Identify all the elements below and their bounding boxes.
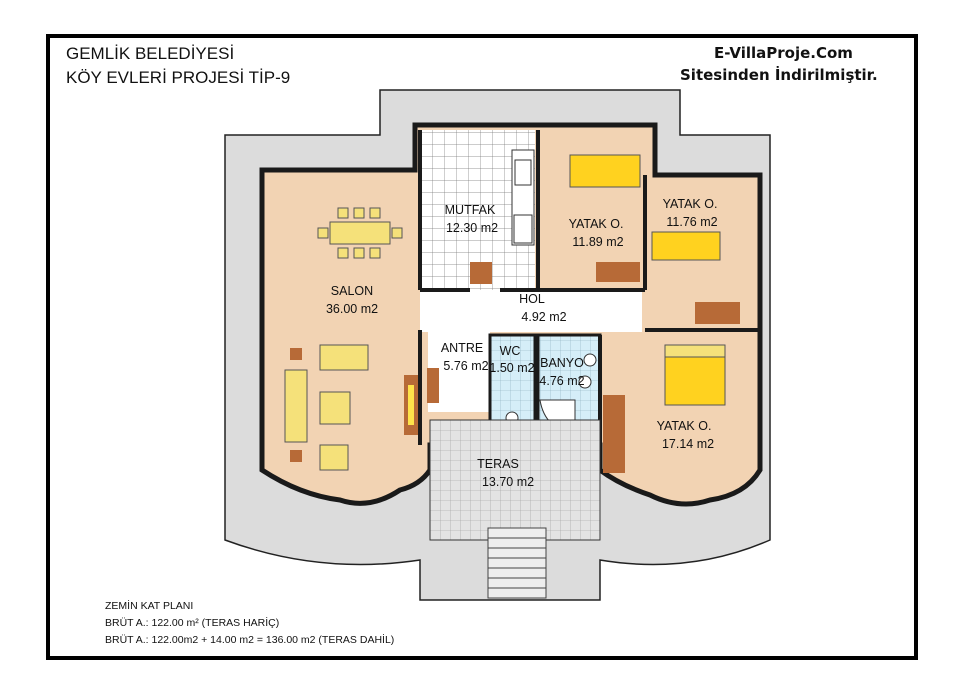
yatak2-area: 11.76 m2 — [666, 215, 717, 229]
stove — [513, 214, 533, 244]
yatak1-area: 11.89 m2 — [572, 235, 623, 249]
bedroom1-furniture — [569, 154, 641, 282]
salon-area: 36.00 m2 — [326, 302, 378, 316]
project-title-line1: GEMLİK BELEDİYESİ — [66, 44, 235, 63]
yatak3-name: YATAK O. — [657, 419, 712, 433]
hall-floor — [420, 290, 642, 332]
bedroom3-furniture — [603, 344, 726, 473]
site-credit-line1[interactable]: E-VillaProje.Com — [714, 44, 853, 62]
yatak3-area: 17.14 m2 — [662, 437, 714, 451]
antre-area: 5.76 m2 — [443, 359, 488, 373]
teras-name: TERAS — [477, 457, 519, 471]
teras-area: 13.70 m2 — [482, 475, 534, 489]
yatak2-name: YATAK O. — [663, 197, 718, 211]
area-note-incl: BRÜT A.: 122.00m2 + 14.00 m2 = 136.00 m2… — [105, 634, 395, 646]
mutfak-area: 12.30 m2 — [446, 221, 498, 235]
wc-area: 1.50 m2 — [489, 361, 534, 375]
area-note-excl: BRÜT A.: 122.00 m² (TERAS HARİÇ) — [105, 617, 280, 629]
entrance-stairs — [487, 527, 547, 599]
site-credit-line2: Sitesinden İndirilmiştir. — [680, 66, 878, 84]
wc-name: WC — [500, 344, 521, 358]
project-title-line2: KÖY EVLERİ PROJESİ TİP-9 — [66, 68, 291, 87]
banyo-toilet — [578, 375, 592, 389]
yatak1-name: YATAK O. — [569, 217, 624, 231]
plan-label: ZEMİN KAT PLANI — [105, 600, 194, 612]
banyo-basin — [583, 353, 597, 367]
sink — [514, 159, 532, 186]
interior-walls — [418, 130, 760, 445]
banyo-area: 4.76 m2 — [539, 374, 584, 388]
salon-name: SALON — [331, 284, 373, 298]
banyo-name: BANYO — [540, 356, 584, 370]
kitchen-counter-bottom — [470, 262, 492, 284]
mutfak-name: MUTFAK — [445, 203, 496, 217]
antre-name: ANTRE — [441, 341, 483, 355]
dining-set — [317, 207, 403, 259]
hol-name: HOL — [519, 292, 545, 306]
living-set — [284, 344, 439, 471]
bedroom2-furniture — [651, 231, 740, 324]
teras-floor — [429, 419, 601, 541]
hol-area: 4.92 m2 — [521, 310, 566, 324]
